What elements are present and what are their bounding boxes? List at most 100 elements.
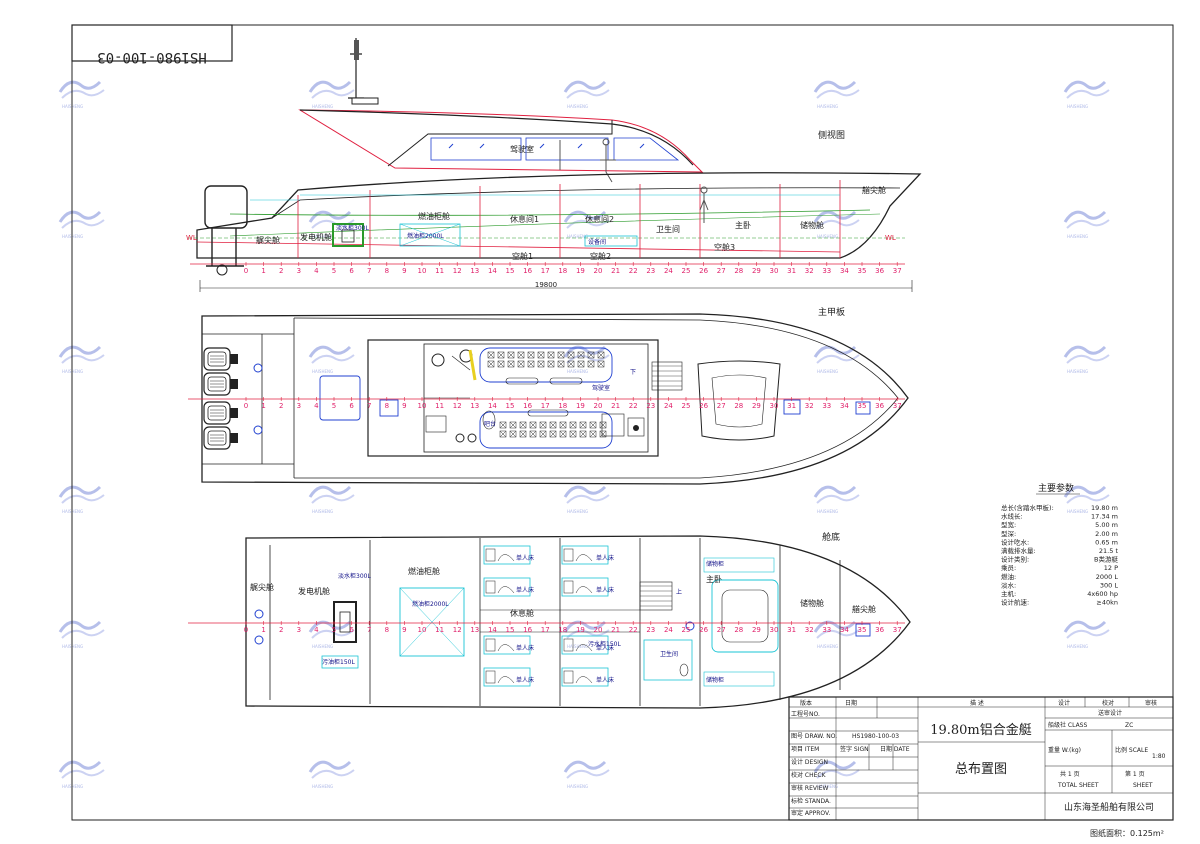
seat-icon: [519, 421, 527, 429]
param-value: B类游艇: [1094, 555, 1118, 564]
param-key: 乘员:: [1001, 563, 1016, 572]
seat-icon: [487, 351, 495, 359]
bed-label: 单人床: [516, 644, 534, 652]
frame-number: 22: [629, 626, 638, 634]
frame-number: 5: [332, 267, 336, 275]
frame-number: 35: [858, 626, 867, 634]
frame-number: 20: [594, 267, 603, 275]
seat-icon: [547, 351, 555, 359]
frame-number: 23: [646, 402, 655, 410]
frame-number: 10: [418, 267, 427, 275]
title-block: 版本 日期 描 述 设计 校对 审核 工程号NO. 图号 DRAW. NO. H…: [788, 696, 1174, 821]
frame-number: 11: [435, 267, 444, 275]
seat-icon: [497, 351, 505, 359]
seat-icon: [577, 360, 585, 368]
tb-total-sub: TOTAL SHEET: [1057, 782, 1099, 789]
tb-scale-value: 1:80: [1152, 753, 1166, 760]
tb-project-no: 工程号NO.: [791, 710, 820, 718]
seat-icon: [549, 430, 557, 438]
frame-number: 14: [488, 267, 497, 275]
seat-icon: [487, 360, 495, 368]
seat-icon: [569, 421, 577, 429]
frame-number: 19: [576, 267, 585, 275]
frame-number: 18: [558, 402, 567, 410]
param-key: 设计吃水:: [1001, 537, 1029, 546]
frame-number: 27: [717, 267, 726, 275]
bottom-store-top-label: 储物柜: [706, 560, 724, 568]
side-wl-left: WL: [186, 234, 197, 242]
frame-number: 26: [699, 402, 708, 410]
frame-number: 37: [893, 402, 902, 410]
frame-number: 19: [576, 402, 585, 410]
frame-number: 15: [506, 402, 515, 410]
bottom-rest-label: 休息舱: [510, 608, 534, 618]
param-key: 总长(含踏水甲板):: [1001, 503, 1054, 512]
side-steering-label: 艉尖舱: [256, 235, 280, 245]
param-key: 淡水:: [1001, 580, 1016, 589]
frame-number: 27: [717, 402, 726, 410]
frame-number: 29: [752, 626, 761, 634]
seat-icon: [547, 360, 555, 368]
tb-date: 日期: [845, 699, 857, 707]
bottom-storeroom-label: 储物舱: [800, 598, 824, 608]
frame-number: 33: [822, 402, 831, 410]
frame-number: 17: [541, 402, 550, 410]
frame-number: 9: [402, 267, 406, 275]
frame-number: 30: [770, 267, 779, 275]
frame-number: 11: [435, 402, 444, 410]
seat-icon: [567, 351, 575, 359]
frame-number: 19: [576, 626, 585, 634]
frame-number: 7: [367, 626, 371, 634]
frame-number: 3: [297, 402, 301, 410]
frame-number: 1: [261, 267, 265, 275]
frame-number: 5: [332, 626, 336, 634]
main-deck-title: 主甲板: [818, 306, 845, 318]
main-deck-bar-label: 吧台: [484, 420, 496, 428]
seat-icon: [519, 430, 527, 438]
frame-number: 31: [787, 626, 796, 634]
frame-number: 33: [822, 267, 831, 275]
seat-icon: [497, 360, 505, 368]
side-fueltank-label: 燃油柜2000L: [407, 232, 444, 240]
drawing-number-mirrored: HS1980-100-03: [97, 49, 207, 65]
bottom-freshwater-label: 淡水柜300L: [338, 572, 371, 580]
frame-number: 32: [805, 402, 814, 410]
frame-number: 9: [402, 626, 406, 634]
side-length-dimension: 19800: [535, 281, 557, 289]
bottom-up-label: 上: [676, 588, 682, 596]
frame-number: 16: [523, 402, 532, 410]
param-key: 型宽:: [1001, 520, 1016, 529]
frame-number: 26: [699, 626, 708, 634]
seat-icon: [529, 430, 537, 438]
side-wheelhouse-label: 驾驶室: [510, 144, 534, 154]
frame-number: 34: [840, 626, 849, 634]
param-value: 19.80 m: [1091, 504, 1118, 512]
frame-number: 2: [279, 626, 283, 634]
bed-label: 单人床: [596, 586, 614, 594]
param-value: 2.00 m: [1095, 530, 1118, 538]
seat-icon: [549, 421, 557, 429]
seat-icon: [569, 430, 577, 438]
frame-number: 15: [506, 626, 515, 634]
frame-number: 29: [752, 267, 761, 275]
side-generator-label: 发电机舱: [300, 232, 332, 242]
tb-sign: 签字 SIGN: [840, 745, 869, 753]
frame-number: 28: [734, 626, 743, 634]
side-void3-label: 空舱3: [714, 242, 735, 252]
frame-number: 23: [646, 267, 655, 275]
tb-design-row: 设计 DESIGN: [791, 758, 828, 766]
tb-drawing-no-label: 图号 DRAW. NO.: [791, 733, 837, 740]
side-freshwater-label: 淡水柜300L: [336, 224, 369, 232]
seat-icon: [597, 351, 605, 359]
frame-number: 29: [752, 402, 761, 410]
frame-number: 25: [682, 626, 691, 634]
drawing-number-box: HS1980-100-03: [71, 24, 233, 65]
main-deck-outboard-motors: [203, 347, 239, 450]
frame-number: 27: [717, 626, 726, 634]
param-key: 满载排水量:: [1001, 546, 1036, 555]
frame-number: 16: [523, 267, 532, 275]
seat-icon: [579, 430, 587, 438]
frame-number: 1: [261, 626, 265, 634]
